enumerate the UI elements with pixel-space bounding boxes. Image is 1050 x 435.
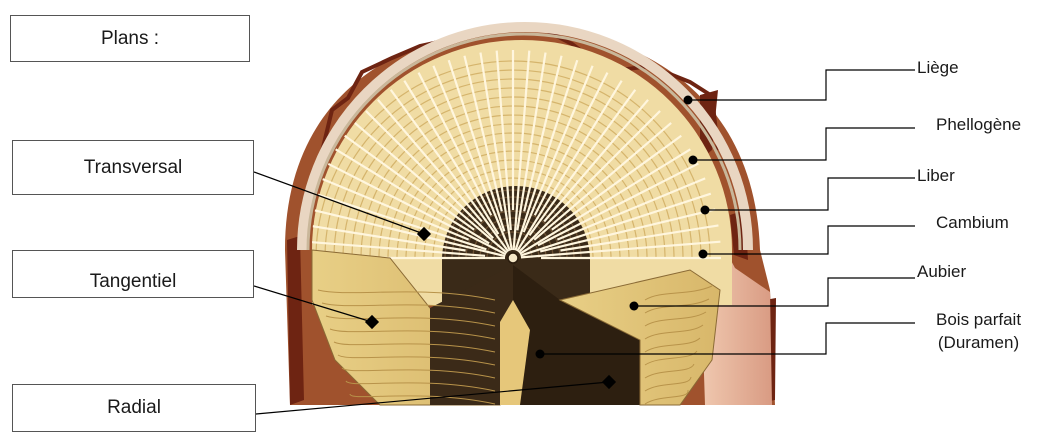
marker-phellogene (689, 156, 698, 165)
planes-title: Plans : (101, 28, 159, 50)
tissue-label-bois-parfait-line1: Bois parfait (936, 308, 1021, 331)
tissue-label-liege: Liège (917, 58, 959, 78)
leader-liege (688, 70, 915, 100)
plane-box-tangentiel: Tangentiel (12, 250, 254, 298)
plane-label-tangentiel: Tangentiel (90, 271, 177, 293)
plane-box-radial: Radial (12, 384, 256, 432)
marker-liber (701, 206, 710, 215)
tissue-label-liber: Liber (917, 166, 955, 186)
plane-label-radial: Radial (107, 397, 161, 419)
tissue-label-bois-parfait-line2: (Duramen) (936, 331, 1021, 354)
tissue-label-bois-parfait: Bois parfait (Duramen) (936, 308, 1021, 354)
marker-liege (684, 96, 693, 105)
marker-aubier (630, 302, 639, 311)
pith (508, 253, 518, 263)
marker-bois-parfait (536, 350, 545, 359)
tissue-label-phellogene: Phellogène (936, 115, 1021, 135)
tissue-label-cambium: Cambium (936, 213, 1009, 233)
planes-title-box: Plans : (10, 15, 250, 62)
marker-cambium (699, 250, 708, 259)
plane-box-transversal: Transversal (12, 140, 254, 195)
tissue-label-aubier: Aubier (917, 262, 966, 282)
plane-label-transversal: Transversal (84, 157, 183, 179)
